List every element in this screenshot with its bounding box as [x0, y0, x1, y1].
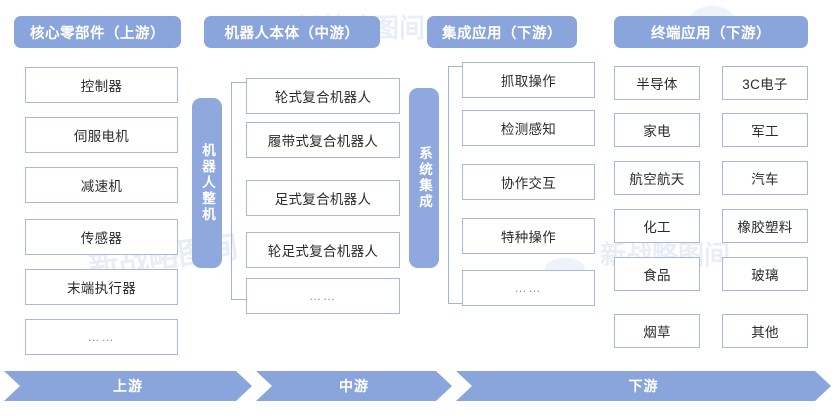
item-box[interactable]: 末端执行器: [25, 269, 178, 305]
item-box[interactable]: 食品: [614, 257, 700, 291]
item-box[interactable]: 家电: [614, 113, 700, 147]
item-box[interactable]: 检测感知: [462, 110, 595, 146]
vertical-label-system-integration: 系统集成: [409, 88, 439, 268]
item-box[interactable]: 3C电子: [722, 66, 808, 100]
item-box[interactable]: 轮式复合机器人: [246, 78, 400, 114]
item-box[interactable]: 其他: [722, 314, 808, 348]
bracket-connector-midstream: [231, 82, 246, 300]
item-box[interactable]: 抓取操作: [462, 62, 595, 98]
item-box[interactable]: 烟草: [614, 314, 700, 348]
item-box[interactable]: 半导体: [614, 66, 700, 100]
item-box-ellipsis[interactable]: ……: [462, 270, 595, 306]
item-box[interactable]: 轮足式复合机器人: [246, 232, 400, 268]
item-box-ellipsis[interactable]: ……: [246, 278, 400, 314]
vertical-label-robot-whole-machine: 机器人整机: [192, 98, 222, 268]
banner-segment-label: 上游: [113, 378, 143, 394]
item-box[interactable]: 汽车: [722, 161, 808, 195]
item-box[interactable]: 特种操作: [462, 218, 595, 254]
column-header-downstream-terminal-application: 终端应用（下游）: [614, 16, 808, 48]
item-box[interactable]: 军工: [722, 113, 808, 147]
item-box[interactable]: 传感器: [25, 219, 178, 255]
banner-segment-upstream[interactable]: 上游: [4, 371, 252, 401]
column-header-upstream-core-components: 核心零部件（上游）: [14, 16, 181, 48]
item-box[interactable]: 减速机: [25, 167, 178, 203]
item-box[interactable]: 航空航天: [614, 161, 700, 195]
column-header-midstream-robot-body: 机器人本体（中游）: [204, 16, 380, 48]
item-box[interactable]: 控制器: [25, 67, 178, 103]
item-box[interactable]: 橡胶塑料: [722, 209, 808, 243]
column-header-downstream-integrated-application: 集成应用（下游）: [427, 16, 577, 48]
item-box[interactable]: 足式复合机器人: [246, 180, 400, 216]
item-box[interactable]: 履带式复合机器人: [246, 122, 400, 158]
item-box[interactable]: 化工: [614, 209, 700, 243]
banner-segment-label: 中游: [339, 378, 369, 394]
stage-banner: 上游 中游 下游: [0, 371, 835, 401]
banner-segment-label: 下游: [628, 378, 659, 394]
bracket-connector-downstream: [448, 66, 462, 304]
banner-segment-downstream[interactable]: 下游: [456, 371, 831, 401]
item-box[interactable]: 玻璃: [722, 257, 808, 291]
item-box-ellipsis[interactable]: ……: [25, 319, 178, 355]
item-box[interactable]: 伺服电机: [25, 117, 178, 153]
banner-segment-midstream[interactable]: 中游: [256, 371, 452, 401]
item-box[interactable]: 协作交互: [462, 164, 595, 200]
